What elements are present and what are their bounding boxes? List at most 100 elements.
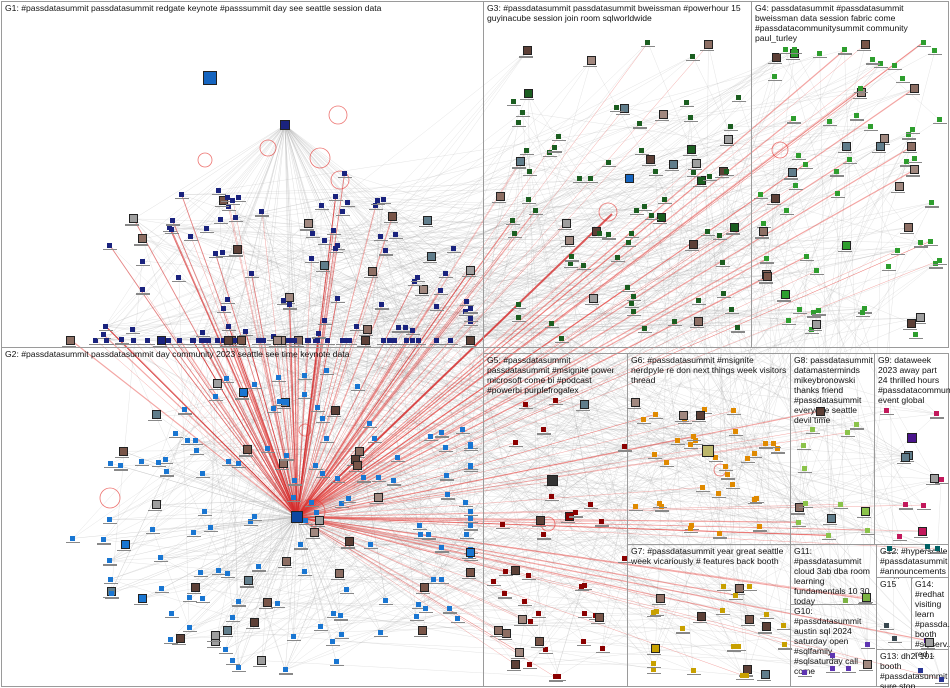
avatar-icon [339,632,344,637]
node-label-mark [856,316,870,317]
avatar-icon [723,464,728,469]
node-label-mark [222,210,236,211]
avatar-icon [796,153,801,158]
avatar-icon [854,422,859,427]
node-label-mark [611,261,625,262]
node-label-mark [713,537,727,538]
avatar-icon [559,336,564,341]
node-label-mark [508,237,522,238]
node-label-mark [178,413,192,414]
avatar-icon [680,626,685,631]
hub-avatar-icon [547,475,558,486]
node-label-mark [464,450,478,451]
avatar-icon [225,195,230,200]
node-label-mark [196,477,210,478]
avatar-icon [581,639,586,644]
avatar-icon [631,309,636,314]
avatar-icon [752,451,757,456]
node-label-mark [653,223,667,224]
node-label-mark [257,344,271,345]
avatar-icon [236,599,241,604]
avatar-icon [468,463,473,468]
avatar-icon [200,471,205,476]
node-label-mark [217,312,231,313]
avatar-icon [803,162,808,167]
avatar-icon [937,258,942,263]
node-label-mark [287,501,301,502]
node-label-mark [460,538,474,539]
node-label-mark [896,82,910,83]
node-label-mark [136,293,150,294]
node-label-mark [135,465,149,466]
avatar-icon [496,192,505,201]
node-label-mark [496,528,510,529]
avatar-icon [664,460,669,465]
avatar-icon [907,319,916,328]
avatar-icon [276,375,281,380]
avatar-icon [224,376,229,381]
avatar-icon [403,325,408,330]
avatar-icon [261,338,266,343]
node-label-mark [288,484,302,485]
avatar-icon [239,388,248,397]
node-label-mark [596,652,610,653]
avatar-icon [345,200,350,205]
node-label-mark [524,625,538,626]
node-label-mark [364,277,378,278]
node-label-mark [792,159,806,160]
avatar-icon [108,461,113,466]
avatar-icon [169,227,174,232]
node-label-mark [441,498,455,499]
node-label-mark [207,647,221,648]
node-label-mark [314,630,328,631]
avatar-icon [895,248,900,253]
hub-avatar-icon [291,511,303,523]
node-label-mark [169,437,183,438]
avatar-icon [335,296,340,301]
node-label-mark [189,444,203,445]
avatar-icon [202,509,207,514]
avatar-icon [340,209,345,214]
avatar-icon [199,338,204,343]
node-label-mark [935,683,949,684]
avatar-icon [263,598,272,607]
node-label-mark [318,244,332,245]
avatar-icon [904,223,913,232]
avatar-icon [331,228,336,233]
avatar-icon [468,516,473,521]
node-label-mark [642,165,656,166]
node-label-mark [914,674,928,675]
avatar-icon [797,307,802,312]
node-label-mark [219,636,233,637]
node-label-mark [861,534,875,535]
node-label-mark [125,224,139,225]
avatar-icon [656,594,665,603]
avatar-icon [257,656,266,665]
node-label-mark [900,233,914,234]
avatar-icon [223,626,232,635]
node-label-mark [655,510,669,511]
avatar-icon [834,169,839,174]
avatar-icon [622,556,627,561]
node-label-mark [720,145,734,146]
avatar-icon [150,527,155,532]
avatar-icon [335,569,344,578]
node-label-mark [575,590,589,591]
avatar-icon [761,221,766,226]
avatar-icon [226,324,231,329]
node-label-mark [522,203,536,204]
node-label-mark [329,252,343,253]
node-label-mark [255,215,269,216]
node-label-mark [903,152,917,153]
node-label-mark [725,313,739,314]
node-label-mark [424,440,438,441]
node-label-mark [668,325,682,326]
node-label-mark [372,481,386,482]
node-label-mark [830,175,844,176]
node-label-mark [435,436,449,437]
avatar-icon [367,421,372,426]
avatar-icon [910,127,915,132]
avatar-icon [516,315,521,320]
node-label-mark [703,180,717,181]
node-label-mark [389,238,403,239]
